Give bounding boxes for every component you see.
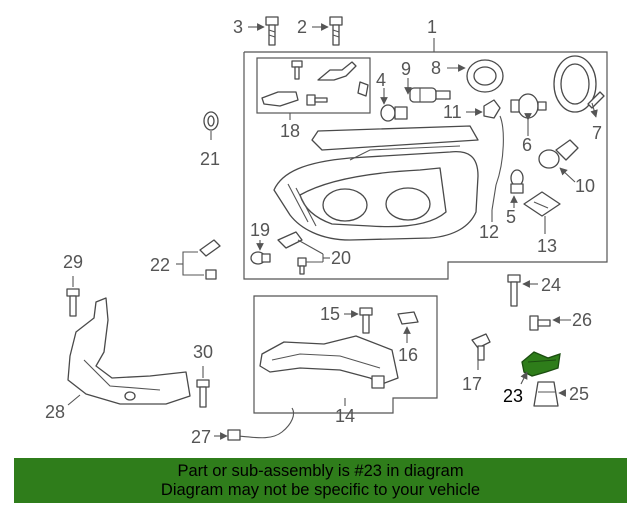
callout-2[interactable]: 2 bbox=[297, 17, 307, 37]
callout-5[interactable]: 5 bbox=[506, 207, 516, 227]
info-banner: Part or sub-assembly is #23 in diagram D… bbox=[14, 458, 627, 503]
bulb-5[interactable] bbox=[510, 169, 524, 194]
callout-3[interactable]: 3 bbox=[233, 17, 243, 37]
callout-4[interactable]: 4 bbox=[376, 70, 386, 90]
parts-diagram: 1 3 2 18 4 9 8 bbox=[45, 16, 608, 447]
grommet-21[interactable] bbox=[203, 111, 219, 131]
banner-line-2: Diagram may not be specific to your vehi… bbox=[160, 481, 481, 499]
callout-13[interactable]: 13 bbox=[537, 236, 557, 256]
callout-11[interactable]: 11 bbox=[443, 102, 462, 122]
callout-25[interactable]: 25 bbox=[569, 384, 589, 404]
bracket-28[interactable] bbox=[67, 297, 191, 405]
banner-line-1: Part or sub-assembly is #23 in diagram bbox=[177, 462, 464, 480]
support-bracket-14[interactable] bbox=[259, 335, 399, 389]
bulb-4[interactable] bbox=[380, 104, 408, 122]
cap-8[interactable] bbox=[466, 59, 504, 93]
wire-12[interactable] bbox=[491, 115, 504, 211]
callout-17[interactable]: 17 bbox=[462, 374, 482, 394]
callout-30[interactable]: 30 bbox=[193, 342, 213, 362]
callout-9[interactable]: 9 bbox=[401, 59, 411, 79]
bolt-29[interactable] bbox=[66, 288, 80, 317]
bolt-17[interactable] bbox=[471, 333, 491, 361]
callout-1[interactable]: 1 bbox=[427, 17, 437, 37]
bolt-3[interactable] bbox=[265, 16, 279, 46]
callout-28[interactable]: 28 bbox=[45, 402, 65, 422]
cover-7[interactable] bbox=[553, 55, 605, 113]
callout-8[interactable]: 8 bbox=[431, 58, 441, 78]
clip-nut-16[interactable] bbox=[397, 311, 419, 325]
callout-6[interactable]: 6 bbox=[522, 135, 532, 155]
callout-27[interactable]: 27 bbox=[191, 427, 211, 447]
callout-12[interactable]: 12 bbox=[479, 222, 499, 242]
repair-kit-box bbox=[256, 57, 371, 114]
sensor-22[interactable] bbox=[199, 239, 221, 280]
adjuster-19[interactable] bbox=[250, 251, 271, 265]
callout-14[interactable]: 14 bbox=[335, 406, 355, 426]
bulb-6[interactable] bbox=[510, 93, 547, 119]
callout-15[interactable]: 15 bbox=[320, 304, 340, 324]
callout-21[interactable]: 21 bbox=[200, 149, 220, 169]
callout-16[interactable]: 16 bbox=[398, 345, 418, 365]
bolt-2[interactable] bbox=[329, 16, 343, 46]
callout-22[interactable]: 22 bbox=[150, 255, 170, 275]
socket-9[interactable] bbox=[409, 87, 451, 103]
bolt-24[interactable] bbox=[507, 274, 521, 307]
callout-26[interactable]: 26 bbox=[572, 310, 592, 330]
headlamp-assembly-box bbox=[243, 51, 608, 280]
socket-10[interactable] bbox=[538, 139, 579, 169]
repair-kit-parts[interactable] bbox=[261, 60, 369, 107]
headlamp-housing[interactable] bbox=[273, 125, 479, 241]
callout-29[interactable]: 29 bbox=[63, 252, 83, 272]
callout-20[interactable]: 20 bbox=[331, 248, 351, 268]
callout-19[interactable]: 19 bbox=[250, 220, 270, 240]
plug-25[interactable] bbox=[533, 381, 559, 407]
screw-26[interactable] bbox=[529, 315, 551, 331]
callout-18[interactable]: 18 bbox=[280, 121, 300, 141]
highlighted-part-23[interactable] bbox=[521, 351, 561, 377]
hose-27[interactable] bbox=[227, 407, 295, 441]
callout-10[interactable]: 10 bbox=[575, 176, 595, 196]
callout-24[interactable]: 24 bbox=[541, 275, 561, 295]
callout-23[interactable]: 23 bbox=[503, 386, 523, 406]
bolt-15[interactable] bbox=[359, 307, 373, 334]
callout-7[interactable]: 7 bbox=[592, 123, 602, 143]
label-13[interactable] bbox=[523, 191, 561, 217]
clip-11[interactable] bbox=[483, 99, 501, 119]
motor-20[interactable] bbox=[277, 231, 307, 275]
bolt-30[interactable] bbox=[196, 379, 210, 408]
